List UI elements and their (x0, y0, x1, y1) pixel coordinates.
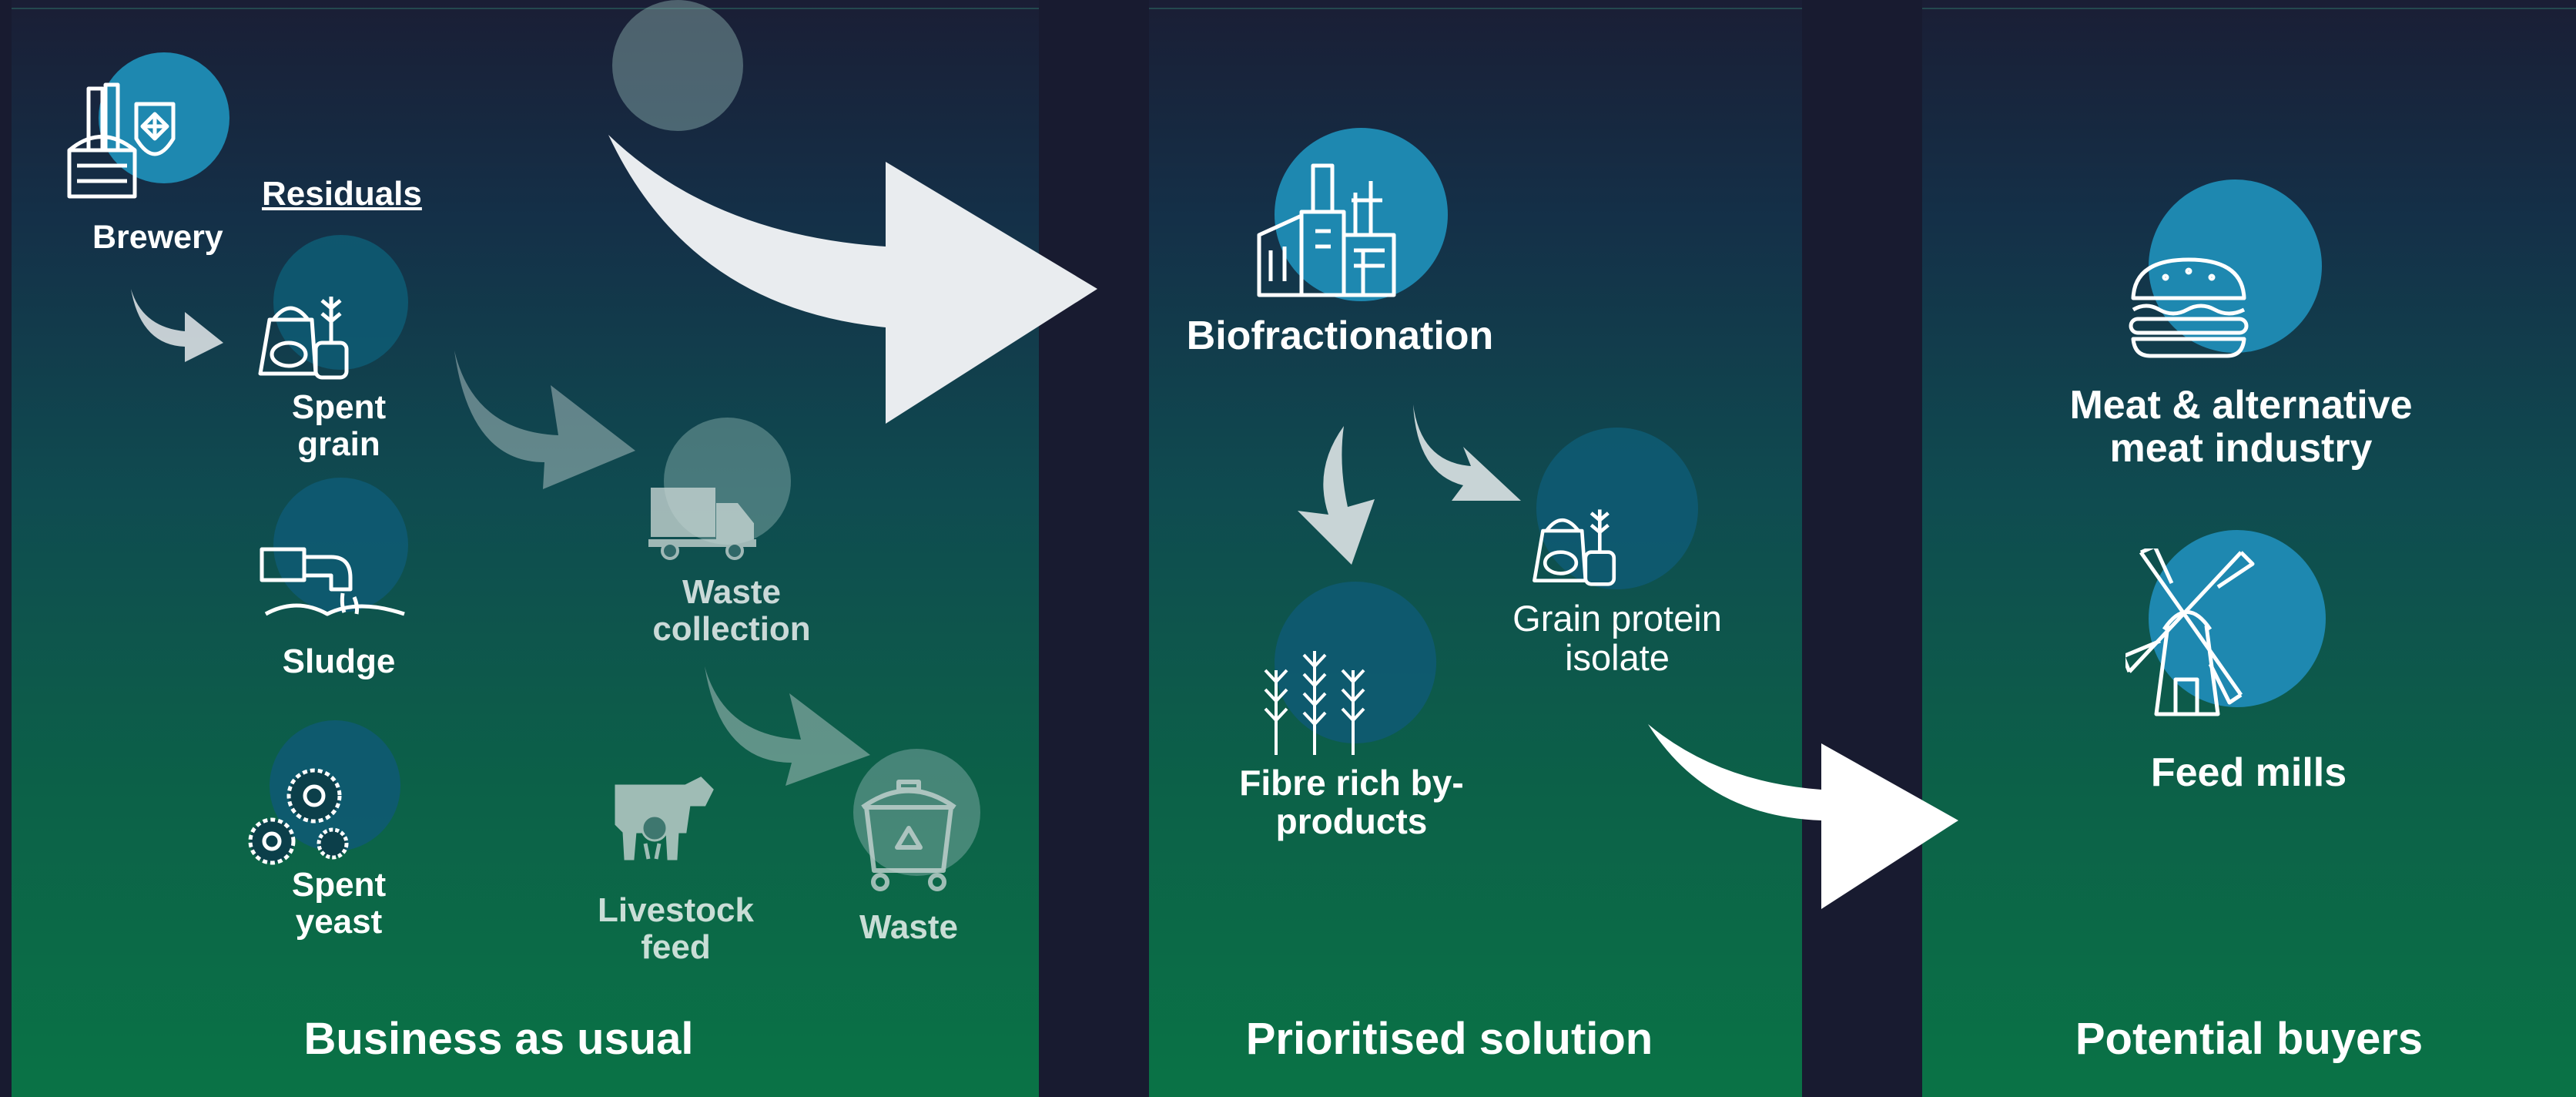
grain-protein-line2: isolate (1565, 636, 1670, 678)
meat-line1: Meat & alternative (2069, 383, 2413, 428)
waste-bin-icon (861, 780, 956, 891)
residuals-heading: Residuals (262, 175, 422, 213)
brewery-label: Brewery (92, 219, 223, 256)
spent-yeast-icon (248, 768, 349, 865)
spent-yeast-label: Spent yeast (266, 867, 412, 940)
potential-buyers-title: Potential buyers (2075, 1014, 2424, 1064)
meat-circle (2149, 179, 2322, 353)
waste-collection-label: Waste collection (631, 574, 832, 647)
arrow-to-buyers (1648, 724, 1958, 909)
spent-yeast-line1: Spent (291, 866, 387, 904)
spent-grain-line2: grain (297, 424, 380, 463)
panel-business-as-usual (12, 0, 1039, 1097)
arrow-down (1298, 426, 1375, 565)
brewery-circle (99, 52, 229, 183)
divider (1922, 8, 2576, 9)
grain-protein-circle (1536, 428, 1698, 589)
faded-arrow (705, 666, 870, 786)
biofractionation-label: Biofractionation (1186, 314, 1494, 358)
wheat-icon (1264, 651, 1365, 755)
livestock-line2: feed (641, 928, 711, 966)
panel-prioritised-solution (1149, 0, 1802, 1097)
fibre-label: Fibre rich by- products (1217, 763, 1486, 841)
prioritised-solution-title: Prioritised solution (1245, 1014, 1653, 1064)
brewery-icon (67, 82, 176, 199)
fibre-line1: Fibre rich by- (1239, 763, 1464, 803)
livestock-icon (615, 777, 714, 860)
grain-protein-label: Grain protein isolate (1471, 599, 1764, 678)
spent-yeast-line2: yeast (295, 902, 383, 941)
meat-line2: meat industry (2109, 426, 2373, 471)
spent-grain-label: Spent grain (266, 389, 412, 462)
factory-icon (1257, 163, 1396, 297)
burger-icon (2129, 257, 2249, 358)
waste-label: Waste (859, 908, 958, 946)
truck-icon (648, 488, 756, 560)
spent-grain-line1: Spent (291, 388, 387, 426)
sludge-label: Sludge (282, 642, 396, 680)
divider (1149, 8, 1802, 9)
grain-bag-icon (1533, 509, 1616, 586)
sludge-icon (260, 547, 405, 616)
small-arrow (131, 289, 223, 362)
arrow-down-right (1413, 404, 1521, 501)
waste-collection-line1: Waste (682, 573, 781, 611)
windmill-icon (2125, 548, 2255, 716)
waste-collection-line2: collection (652, 609, 811, 648)
business-as-usual-title: Business as usual (303, 1014, 694, 1064)
feed-mills-label: Feed mills (2150, 750, 2347, 795)
livestock-feed-label: Livestock feed (581, 892, 770, 965)
grain-protein-line1: Grain protein (1512, 598, 1722, 639)
livestock-line1: Livestock (598, 891, 754, 929)
livestock-circle (612, 0, 743, 131)
fibre-line2: products (1275, 800, 1428, 841)
big-arrow (608, 135, 1097, 424)
meat-industry-label: Meat & alternative meat industry (2002, 384, 2480, 470)
spent-grain-icon (258, 297, 349, 380)
divider (12, 8, 1039, 9)
faded-arrow (454, 351, 635, 489)
